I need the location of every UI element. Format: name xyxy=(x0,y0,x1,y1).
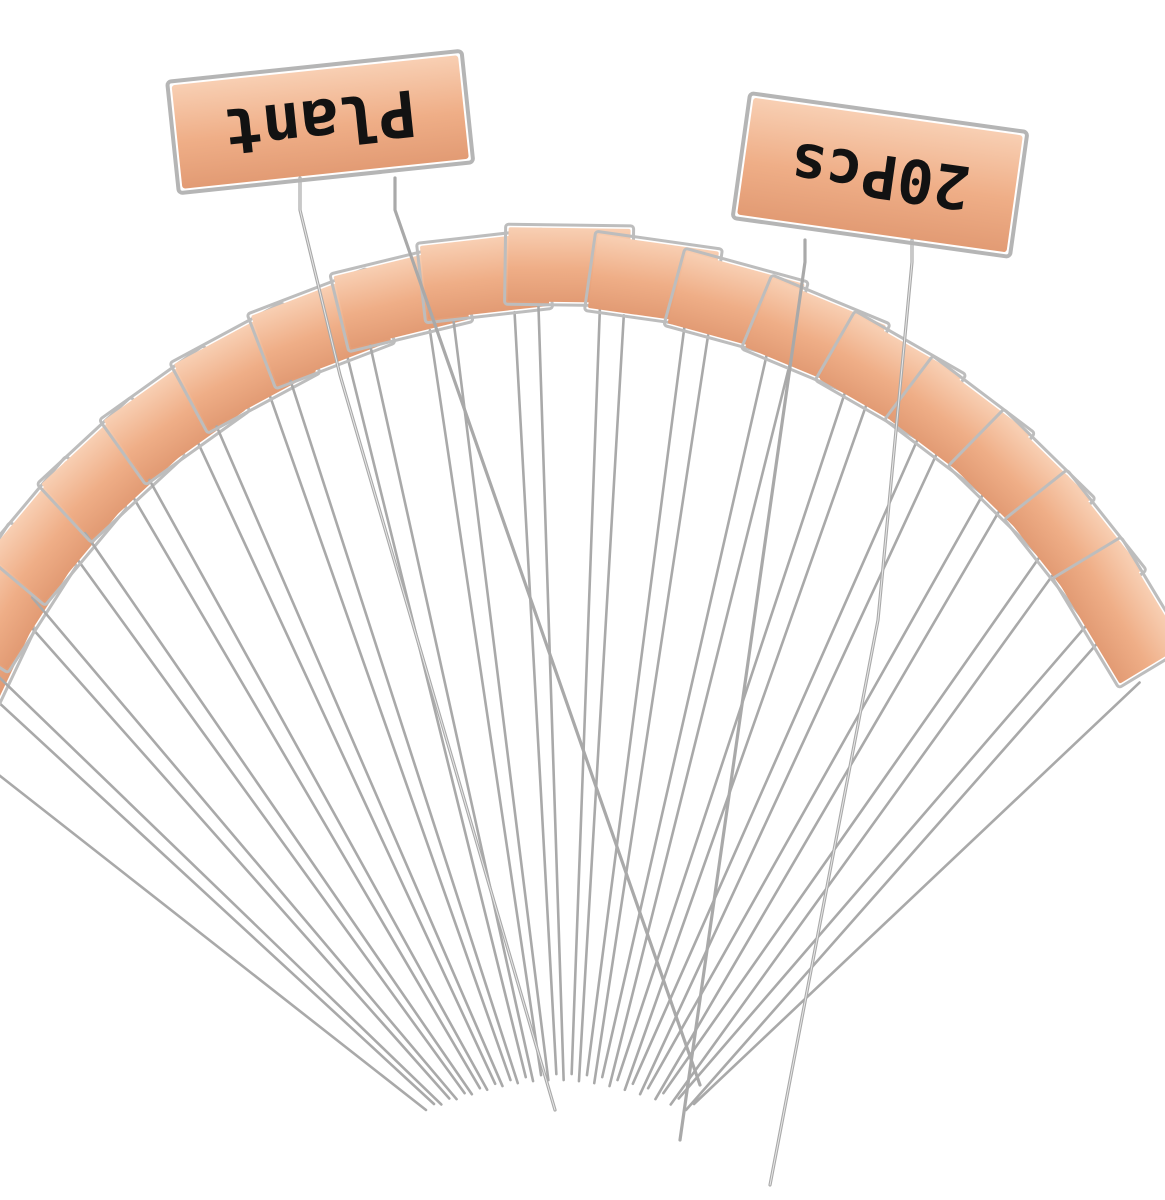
stake-wire xyxy=(214,391,512,1088)
stake-wire xyxy=(623,400,922,1092)
stake-wire xyxy=(30,547,466,1101)
stake-wire xyxy=(0,612,451,1106)
stake-wire xyxy=(577,314,687,1083)
stake-wire xyxy=(368,328,543,1083)
stake-wire xyxy=(638,446,989,1096)
stake-tag-20pcs xyxy=(737,98,1023,252)
stake-wire-highlight-20pcs xyxy=(769,239,913,1186)
stake-tag-plant xyxy=(171,55,469,189)
stake-wire xyxy=(0,701,436,1112)
stake-wire xyxy=(289,356,528,1085)
labeled-stake-plant: Plant xyxy=(165,49,702,1112)
stake-wire xyxy=(537,303,602,1082)
fan-stake xyxy=(684,536,1165,1112)
stake-frame-plant xyxy=(165,49,475,195)
stake-wire xyxy=(452,310,558,1082)
stake-wire xyxy=(669,560,1100,1106)
stake-wire xyxy=(145,436,497,1092)
stake-wire xyxy=(654,500,1049,1101)
stake-frame-20pcs xyxy=(731,91,1029,259)
stake-frame xyxy=(1052,536,1165,689)
stake-wire-highlight-plant xyxy=(299,177,556,1111)
stake-wire xyxy=(592,334,769,1085)
stake-wire xyxy=(684,626,1141,1112)
stake-tag xyxy=(1057,541,1165,684)
stake-fan xyxy=(0,222,1165,1112)
stake-wire xyxy=(83,488,482,1096)
stake-wire xyxy=(608,363,848,1088)
labeled-stake-20pcs: 20Pcs xyxy=(678,91,1029,1187)
